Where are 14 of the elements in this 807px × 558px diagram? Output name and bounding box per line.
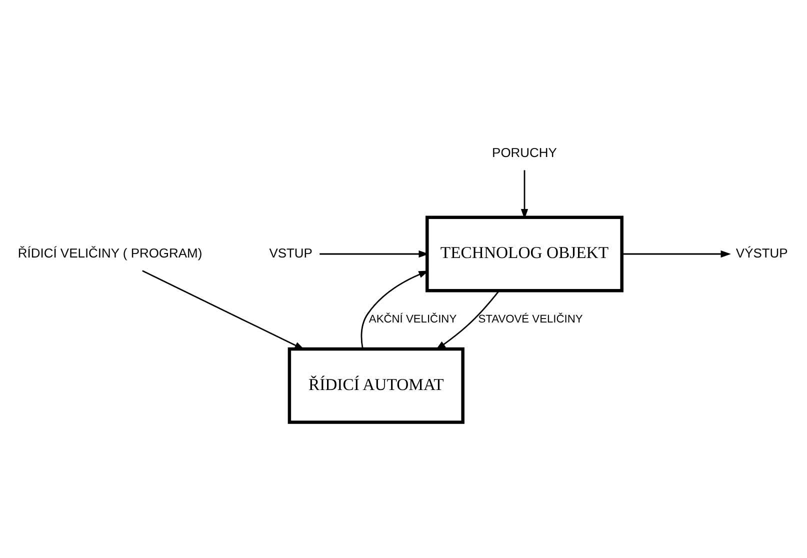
arrow <box>142 270 305 350</box>
node-text: VSTUP <box>269 244 312 260</box>
edge-label: STAVOVÉ VELIČINY <box>478 313 583 326</box>
arrow <box>520 170 528 219</box>
node-box: ŘÍDICÍ AUTOMAT <box>288 346 464 424</box>
arrow <box>622 250 731 258</box>
arrow <box>436 290 500 350</box>
node-box: TECHNOLOG OBJEKT <box>426 215 624 292</box>
arrow <box>360 270 429 348</box>
node-text: VÝSTUP <box>736 244 788 260</box>
node-text: ŘÍDICÍ VELIČINY ( PROGRAM) <box>18 244 202 260</box>
node-text: PORUCHY <box>492 144 557 160</box>
arrow <box>320 250 429 258</box>
edge-label: AKČNÍ VELIČINY <box>368 313 457 326</box>
